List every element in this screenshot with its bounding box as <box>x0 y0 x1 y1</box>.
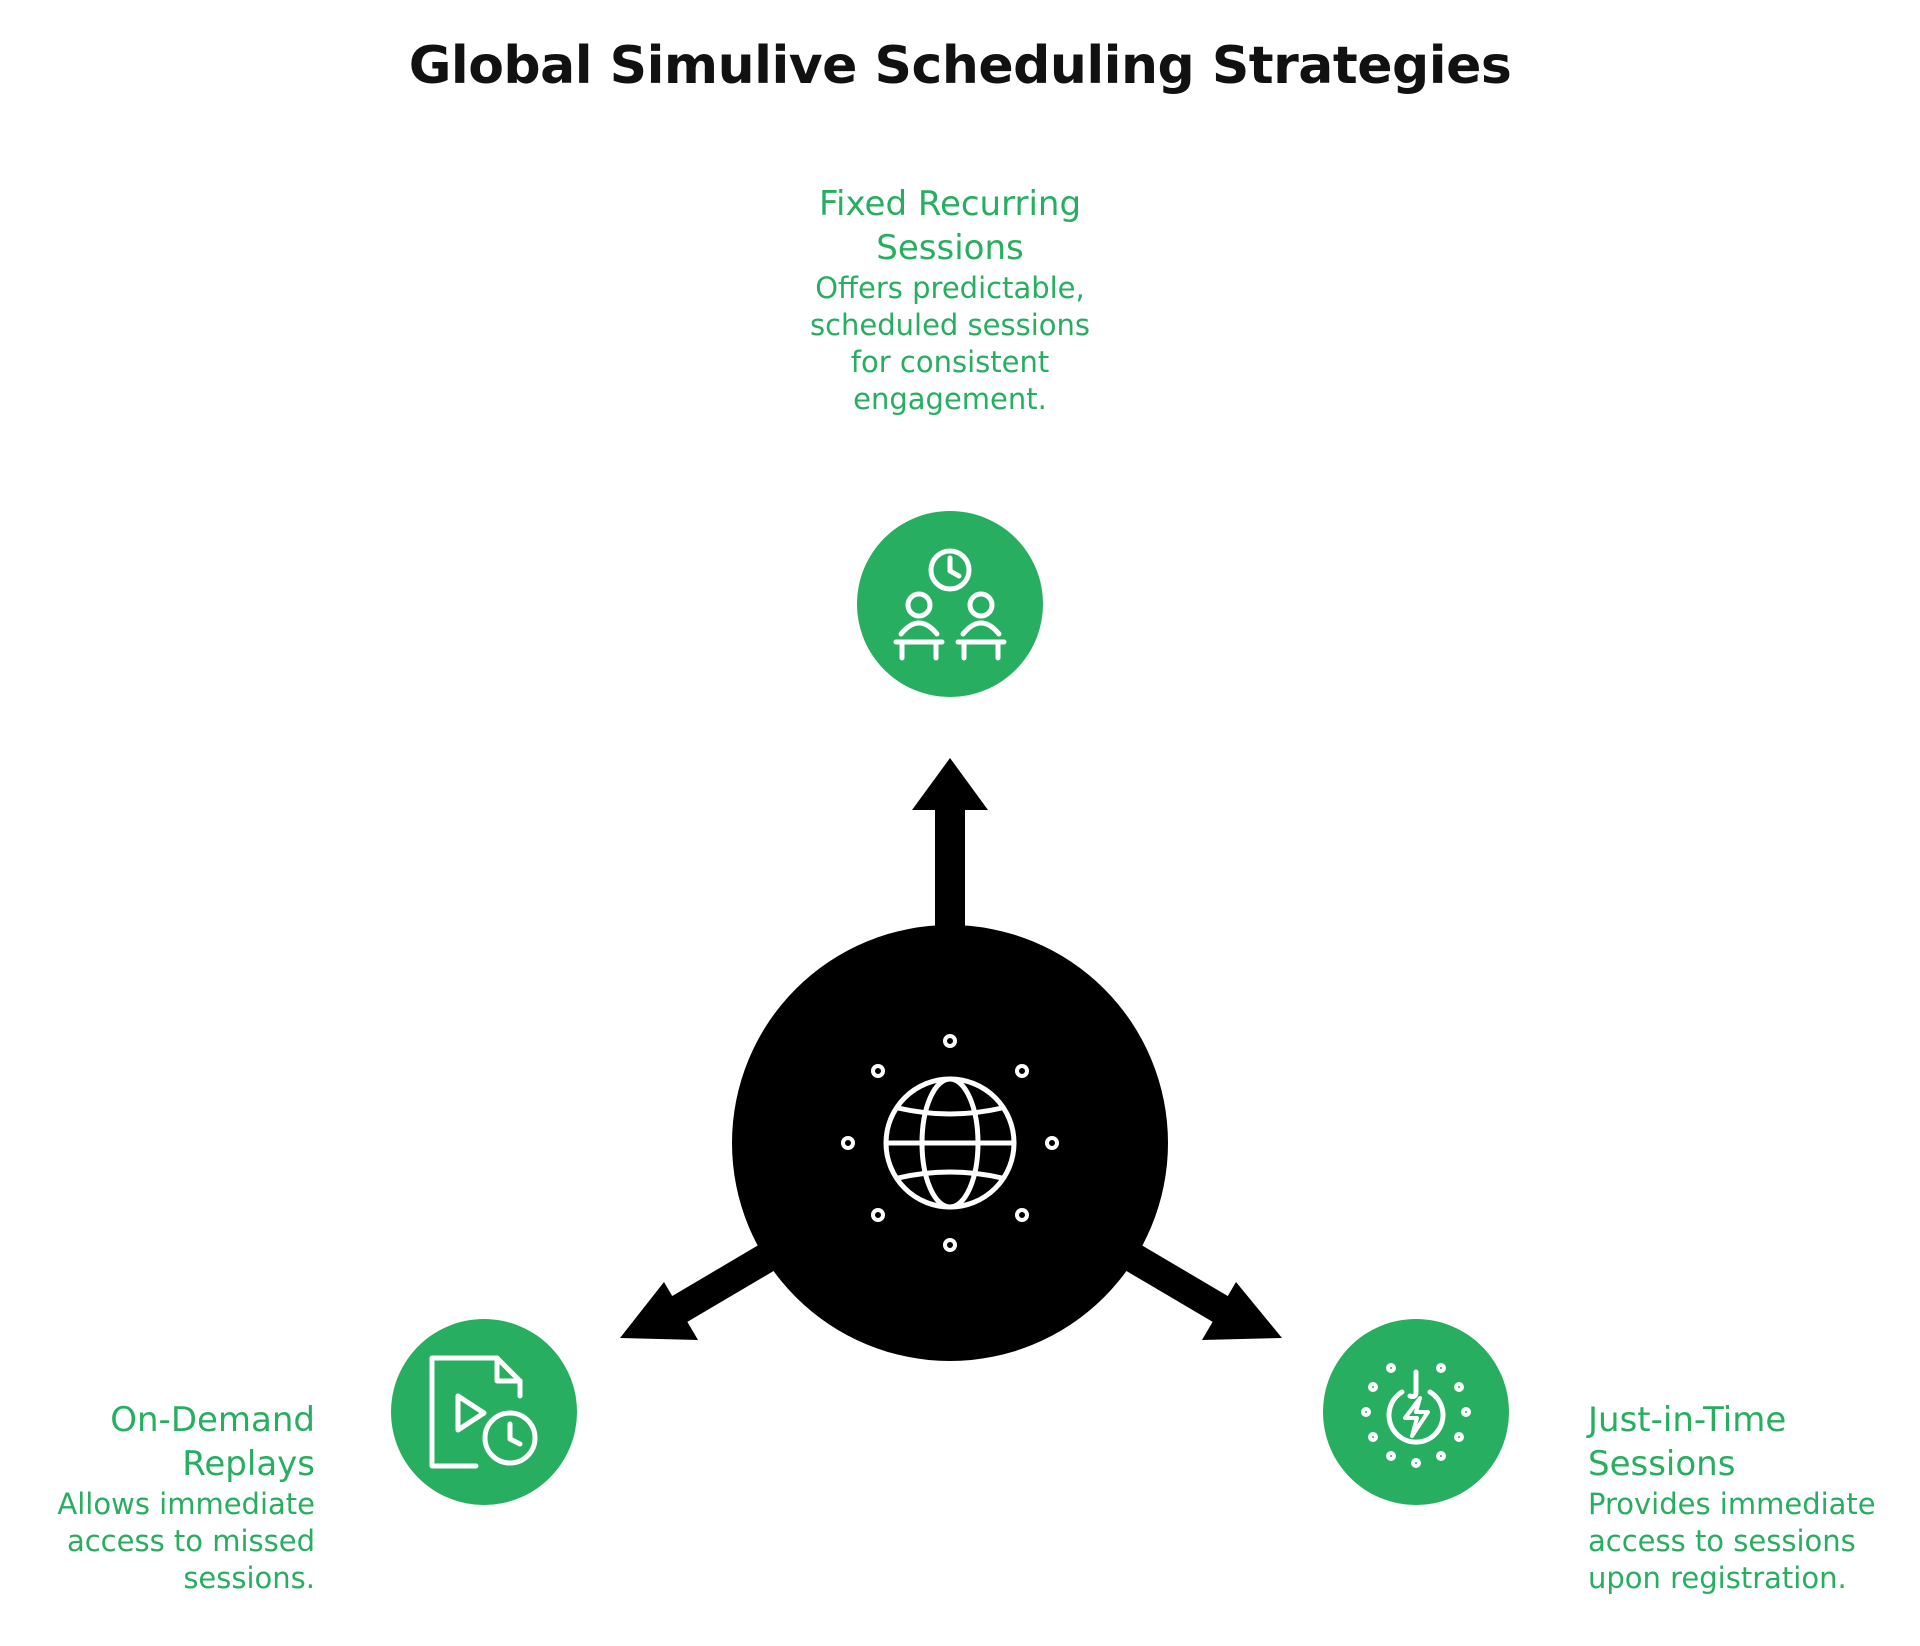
label-just-in-time: Just-in-Time Sessions Provides immediate… <box>1588 1398 1898 1597</box>
description-on-demand: Allows immediate access to missed sessio… <box>57 1487 315 1595</box>
label-on-demand: On-Demand Replays Allows immediate acces… <box>30 1398 315 1597</box>
description-fixed-recurring: Offers predictable, scheduled sessions f… <box>809 271 1091 416</box>
globe-icon <box>841 1034 1059 1252</box>
arrow-up <box>912 758 988 950</box>
classroom-clock-icon <box>893 548 1007 661</box>
heading-fixed-recurring: Fixed Recurring Sessions <box>818 184 1082 268</box>
description-just-in-time: Provides immediate access to sessions up… <box>1588 1487 1876 1595</box>
page-title: Global Simulive Scheduling Strategies <box>408 36 1512 96</box>
label-fixed-recurring: Fixed Recurring Sessions Offers predicta… <box>760 182 1140 418</box>
video-file-clock-icon <box>429 1355 538 1469</box>
heading-just-in-time: Just-in-Time Sessions <box>1588 1400 1787 1484</box>
node-fixed-recurring <box>857 511 1043 697</box>
heading-on-demand: On-Demand Replays <box>110 1400 315 1484</box>
lightning-power-icon <box>1361 1363 1471 1468</box>
